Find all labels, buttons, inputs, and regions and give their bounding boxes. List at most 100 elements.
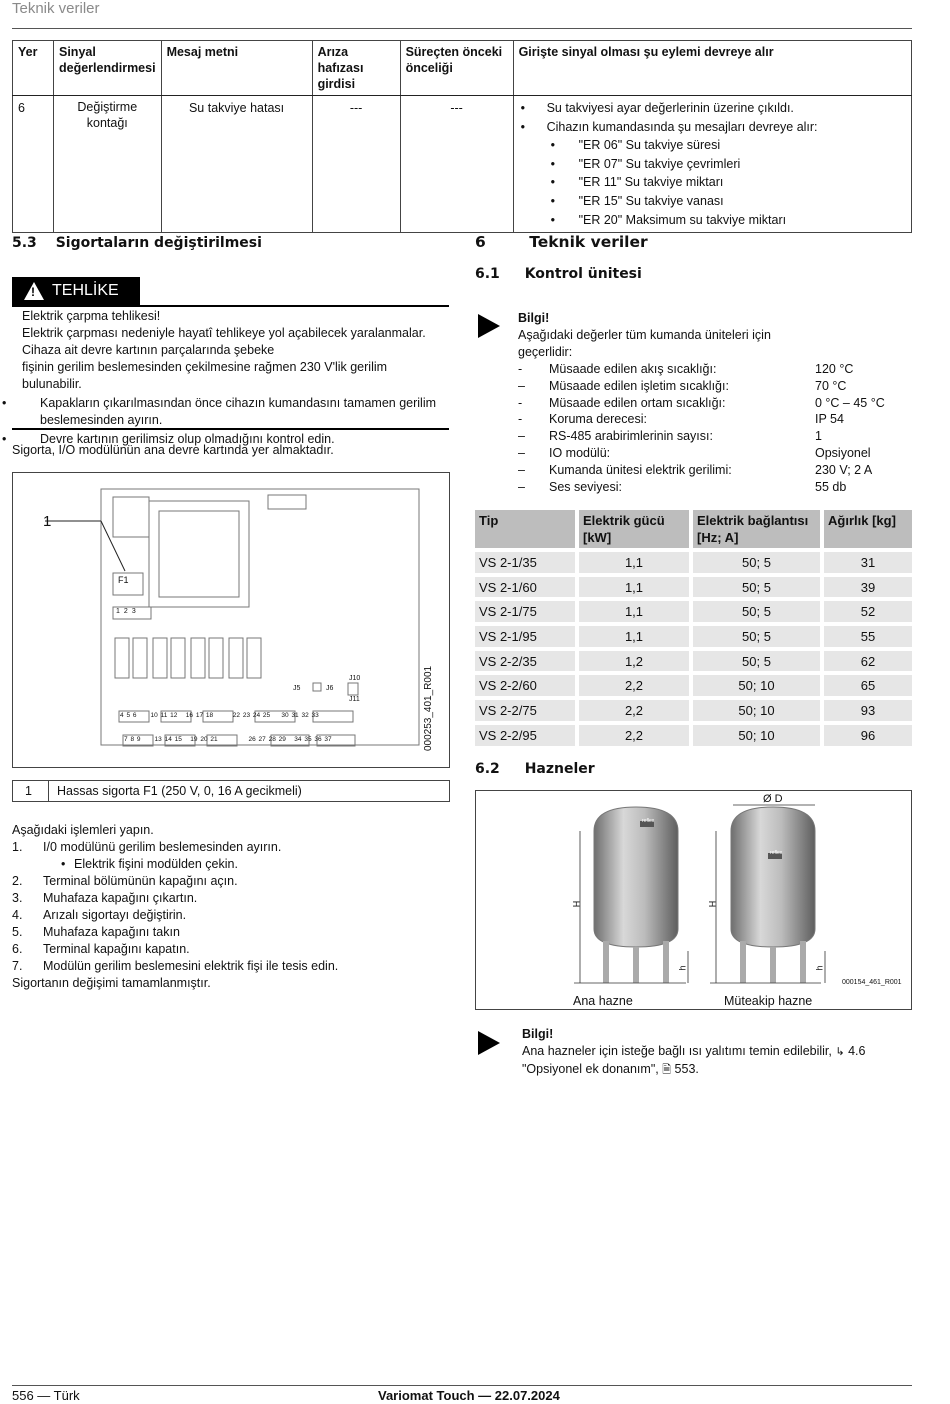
col-header: Mesaj metni [160,40,313,96]
table-header-row: Tip Elektrik gücü [kW] Elektrik bağlantı… [475,510,912,548]
danger-badge: ! TEHLİKE [12,277,140,305]
terminal-label: 3 [131,608,140,615]
list-item: 1.I/0 modülünü gerilim beslemesinden ayı… [12,840,282,854]
col-header: Girişte sinyal olması şu eylemi devreye … [512,40,913,96]
list-item: "ER 15" Su takviye vanası [519,192,906,211]
section-title: Sigortaların değiştirilmesi [55,235,262,251]
list-item: "ER 06" Su takviye süresi [519,136,906,155]
fuse-intro: Sigorta, I/O modülünün ana devre kartınd… [12,443,334,457]
col-header: Arıza hafızası girdisi [311,40,401,96]
warning-triangle-icon: ! [24,282,44,300]
tank-drawing [574,804,826,984]
terminal-label: 21 [210,736,218,743]
signal-table-header: Yer Sinyal değerlendirmesi Mesaj metni A… [12,40,913,96]
diameter-label: Ø D [763,793,783,805]
list-item: 5.Muhafaza kapağını takın [12,925,180,939]
section-heading-6: 6 Teknik veriler [475,233,648,251]
terminal-label: 23 [242,712,251,719]
legend-text: Hassas sigorta F1 (250 V, 0, 16 A gecikm… [57,784,302,798]
terminal-label: 13 [154,736,162,743]
section-heading-5-3: 5.3 Sigortaların değiştirilmesi [12,235,262,251]
terminal-label: 7 [124,736,128,743]
legend-table: 1 Hassas sigorta F1 (250 V, 0, 16 A geci… [12,780,450,802]
terminal-label: 17 [195,712,204,719]
cell-eylem: Su takviyesi ayar değerlerinin üzerine ç… [512,94,913,234]
info-text: Ana hazneler için isteğe bağlı ısı yalıt… [522,1044,866,1058]
list-item: 4.Arızalı sigortayı değiştirin. [12,908,187,922]
cell-sinyal: Değiştirme kontağı [53,94,162,234]
tank-caption: Ana hazne [573,994,633,1008]
steps-list: 1.I/0 modülünü gerilim beslemesinden ayı… [12,839,452,975]
jumper-label: J10 [349,675,361,682]
terminal-label: 30 [281,712,289,719]
info-text: Aşağıdaki değerler tüm kumanda üniteleri… [518,328,771,342]
section-title: Hazneler [524,761,595,777]
list-item: Kapakların çıkarılmasından önce cihazın … [0,395,447,429]
tank-caption: Müteakip hazne [724,994,813,1008]
terminal-label: 10 [150,712,158,719]
list-item: 6.Terminal kapağını kapatın. [12,942,190,956]
list-item: "ER 07" Su takviye çevrimleri [519,155,906,174]
terminal-label: 8 [130,736,135,743]
table-row: 6 Değiştirme kontağı Su takviye hatası -… [12,94,913,234]
list-item: Cihazın kumandasında şu mesajları devrey… [519,118,906,137]
list-item: "ER 20" Maksimum su takviye miktarı [519,211,906,230]
brand-logo: reflex [770,850,783,856]
section-heading-6-2: 6.2 Hazneler [475,761,595,777]
page-icon: 🗎 [662,1064,672,1076]
section-heading-6-1: 6.1 Kontrol ünitesi [475,266,642,282]
figure-code: 000253_401_R001 [423,665,434,751]
terminal-label: 6 [132,712,137,719]
list-item: 3.Muhafaza kapağını çıkartın. [12,891,198,905]
terminal-label: 20 [200,736,208,743]
terminal-label: 26 [248,736,256,743]
terminal-label: 9 [136,736,141,743]
brand-logo: reflex [642,818,655,824]
col-header: Tip [475,510,579,548]
terminal-label: 24 [252,712,261,719]
cell-ariza: --- [311,94,401,234]
terminal-group: 123 [116,608,140,615]
danger-rule [12,428,449,430]
cross-ref-link[interactable]: 553. [674,1062,699,1076]
list-item: Elektrik fişini modülden çekin. [12,856,452,873]
terminal-label: 29 [278,736,286,743]
terminal-label: 12 [170,712,178,719]
height-label: H [571,900,582,908]
col-header: Elektrik bağlantısı [Hz; A] [693,510,824,548]
danger-line: Elektrik çarpması nedeniyle hayatî tehli… [22,326,426,340]
terminal-label: 25 [262,712,271,719]
list-item: –RS-485 arabirimlerinin sayısı:1 [518,429,822,444]
cell-oncelik: --- [399,94,514,234]
terminal-label: 32 [301,712,309,719]
cell-yer: 6 [12,94,54,234]
terminal-label: 34 [294,736,302,743]
pcb-diagram: 1 F1 J5 J6 J10 J11 123 4 5 6 10 11 12 16… [12,472,450,768]
steps-outro: Sigortanın değişimi tamamlanmıştır. [12,976,211,990]
terminal-label: 5 [126,712,131,719]
terminal-label: 1 [116,608,124,615]
unit-data-table: Tip Elektrik gücü [kW] Elektrik bağlantı… [475,506,912,750]
terminal-label: 28 [268,736,276,743]
cross-ref-link[interactable]: 4.6 [848,1044,866,1058]
terminal-label: 16 [185,712,194,719]
col-header: Süreçten önceki önceliği [399,40,514,96]
list-item: -Koruma derecesi:IP 54 [518,412,844,427]
list-item: "ER 11" Su takviye miktarı [519,173,906,192]
terminal-label: 35 [304,736,312,743]
info-arrow-icon [478,1031,500,1055]
terminal-label: 11 [160,712,168,719]
main-tank [593,806,679,983]
list-item: Su takviyesi ayar değerlerinin üzerine ç… [519,99,906,118]
section-number: 6.2 [475,761,500,777]
footer-doc: Variomat Touch — 22.07.2024 [378,1388,560,1403]
info-text: "Opsiyonel ek donanım", 🗎 553. [522,1062,699,1076]
info-heading: Bilgi! [518,311,550,325]
info-note: Bilgi! Aşağıdaki değerler tüm kumanda ün… [518,310,771,361]
